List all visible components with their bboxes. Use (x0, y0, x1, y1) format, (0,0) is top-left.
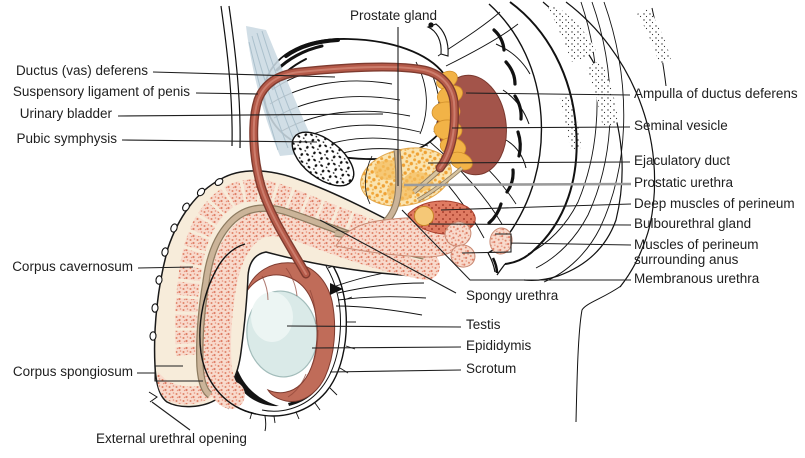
label-ductus-vas-deferens: Ductus (vas) deferens (15, 63, 148, 78)
sacral-texture-band (559, 95, 581, 150)
testis-shadow (222, 300, 279, 407)
ductus-deferens-tube (249, 62, 459, 279)
cord-converge-mark (330, 283, 343, 295)
anal-canal (487, 252, 506, 276)
glans-fill (157, 372, 219, 405)
leader-seminal-vesicle (451, 126, 631, 129)
ureter-crossing (426, 22, 449, 57)
anal-muscle-blobs (444, 221, 513, 268)
label-urinary-bladder: Urinary bladder (19, 106, 112, 121)
label-spongy-urethra: Spongy urethra (466, 288, 559, 303)
testis-highlight (251, 292, 293, 342)
corpus-cavernosum-shape (175, 179, 427, 356)
label-corpus-cavernosum: Corpus cavernosum (12, 259, 133, 274)
leader-scrotum (329, 369, 462, 373)
leader-corpus-spongiosum (137, 365, 203, 382)
label-ampulla-of-ductus-deferens: Ampulla of ductus deferens (634, 86, 798, 101)
label-external-urethral-opening: External urethral opening (96, 431, 247, 446)
thigh-contour (575, 285, 622, 423)
pelvic-wall-and-rectum (487, 1, 671, 423)
leader-ductus-vas-deferens (152, 71, 336, 78)
abdominal-wall (220, 5, 241, 149)
rectal-fold (505, 139, 527, 169)
leader-external-urethral-opening (151, 401, 191, 431)
bulbourethral-gland-shape (414, 206, 434, 226)
urethra-strip-core (197, 205, 425, 398)
label-corpus-spongiosum: Corpus spongiosum (12, 364, 133, 379)
dorsal-vessel-bumps (149, 178, 224, 341)
leader-suspensory-ligament (195, 92, 259, 95)
scrotum-inner-wall (261, 265, 341, 412)
label-prostatic-urethra: Prostatic urethra (634, 175, 734, 190)
label-seminal-vesicle: Seminal vesicle (634, 118, 728, 133)
pubic-symphysis-shape (291, 131, 355, 187)
leader-corpus-cavernosum (137, 266, 194, 269)
rectum-outer-wall (504, 1, 578, 265)
label-muscles-of-perineum-surrounding-anus: Muscles of perineum surrounding anus (634, 237, 759, 267)
leader-bulbourethral-gland (428, 223, 632, 226)
label-pubic-symphysis: Pubic symphysis (16, 131, 117, 146)
label-suspensory-ligament: Suspensory ligament of penis (12, 84, 190, 99)
buttock-contour-outer (565, 1, 656, 288)
label-ejaculatory-duct: Ejaculatory duct (634, 153, 731, 168)
label-membranous-urethra: Membranous urethra (634, 271, 760, 286)
label-bulbourethral-gland: Bulbourethral gland (634, 216, 752, 231)
epididymis-crevices (261, 267, 319, 398)
leader-prostatic-urethra (403, 182, 632, 187)
leader-urinary-bladder (117, 113, 384, 117)
rectal-haustra-marks (487, 28, 523, 225)
levator-curve-2 (543, 1, 625, 283)
sacral-texture-band (586, 60, 618, 128)
scrotal-raphe (264, 415, 267, 432)
leader-lines (117, 27, 632, 431)
leader-spongy-urethra (319, 219, 457, 294)
corpus-spongiosum-shape (203, 208, 440, 409)
leader-membranous-urethra (401, 209, 631, 281)
sacral-texture-band (637, 8, 671, 64)
leader-ejaculatory-duct (427, 161, 631, 164)
leader-deep-muscles (440, 203, 632, 211)
leader-pubic-symphysis (121, 139, 318, 143)
label-epididymis: Epididymis (466, 338, 532, 353)
label-prostate-gland: Prostate gland (350, 8, 438, 23)
label-scrotum: Scrotum (466, 361, 517, 376)
leader-epididymis (311, 346, 462, 349)
leader-testis (286, 325, 462, 328)
testis-shadow (288, 378, 323, 406)
leader-ampulla (465, 92, 631, 96)
urethral-opening-notch (148, 391, 158, 403)
rectal-fold (495, 43, 531, 75)
label-testis: Testis (466, 317, 501, 332)
label-deep-muscles-of-perineum: Deep muscles of perineum (634, 196, 795, 211)
sacral-texture-band (548, 4, 596, 62)
scrotum-outline-front (199, 243, 257, 415)
leader-muscles-perineum (461, 233, 632, 254)
levator-curve-1 (535, 1, 611, 269)
